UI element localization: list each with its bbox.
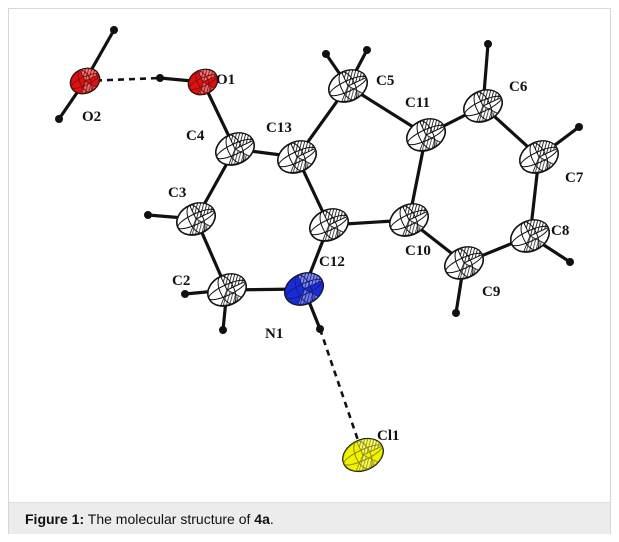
atom-c7 [518,140,560,174]
atom-label-c7: C7 [565,170,584,186]
atom-label-c5: C5 [376,73,394,89]
atom-c8 [509,219,551,253]
atom-h6 [484,40,492,48]
atom-h9 [452,309,460,317]
caption-label: Figure 1: [25,511,85,527]
atom-h5a [322,50,330,58]
bonds-layer [57,29,580,456]
figure-frame: O1 O2 C4 C13 C5 C11 C6 C7 C8 C3 C12 C10 … [8,8,611,534]
atom-h2c [181,290,189,298]
caption-bar: Figure 1: The molecular structure of 4a. [9,502,610,534]
atom-label-c2: C2 [172,273,190,289]
atom-n1 [283,272,325,306]
atom-o2 [69,67,101,95]
atom-label-c9: C9 [482,284,500,300]
atom-label-c11: C11 [405,95,430,111]
atom-label-c13: C13 [266,120,292,136]
atom-c9 [443,246,485,280]
atom-c12 [308,208,350,242]
atoms-layer [55,26,583,473]
labels-layer: O1 O2 C4 C13 C5 C11 C6 C7 C8 C3 C12 C10 … [82,72,584,444]
atom-h7 [575,123,583,131]
atom-c11 [405,118,447,152]
atom-label-c10: C10 [405,243,431,259]
atom-label-o2: O2 [82,109,101,125]
caption-end: . [269,511,274,527]
atom-h1 [156,74,164,82]
atom-h2b [110,26,118,34]
atom-label-n1: N1 [265,326,283,342]
atom-label-c4: C4 [186,128,205,144]
molecule-diagram: O1 O2 C4 C13 C5 C11 C6 C7 C8 C3 C12 C10 … [55,26,584,473]
atom-label-c8: C8 [551,223,569,239]
atom-c3 [175,202,217,236]
atom-label-cl1: Cl1 [377,428,400,444]
atom-label-o1: O1 [216,72,235,88]
caption-text: The molecular structure of [84,511,255,527]
atom-c4 [214,132,256,166]
atom-hn1 [316,325,324,333]
caption-compound: 4a [254,511,270,527]
atom-h3 [144,211,152,219]
hydrogen-bond-hn1-cl1 [318,328,365,456]
atom-c10 [388,203,430,237]
atom-h8 [566,258,574,266]
atom-label-c6: C6 [509,79,528,95]
atom-c13 [276,140,318,174]
atom-o1 [187,68,219,96]
atom-label-c12: C12 [319,254,345,270]
atom-c6 [462,89,504,123]
atom-h2d [219,326,227,334]
atom-cl1 [342,437,384,473]
atom-label-c3: C3 [168,185,186,201]
atom-c5 [327,69,369,103]
atom-h5b [363,46,371,54]
atom-c2 [206,273,248,307]
figure-caption: Figure 1: The molecular structure of 4a. [25,511,274,527]
molecular-structure-figure: O1 O2 C4 C13 C5 C11 C6 C7 C8 C3 C12 C10 … [9,9,610,501]
atom-h2a [55,115,63,123]
